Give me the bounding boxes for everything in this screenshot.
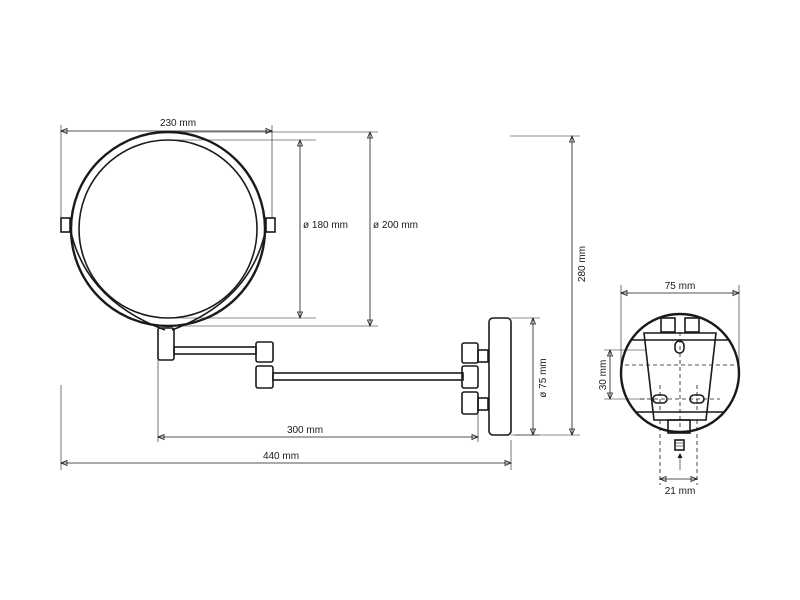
hinge-pin-2 (477, 397, 489, 411)
right-bracket (171, 227, 267, 331)
label-mirror-diameter: ø 200 mm (373, 220, 418, 231)
mounting-plate (643, 332, 717, 421)
wall-hinge-3 (461, 391, 479, 415)
slot-top (674, 340, 685, 354)
hinge-pin-1 (477, 349, 489, 363)
wall-hinge-2 (461, 365, 479, 389)
mirror-head (60, 130, 276, 331)
label-base-diameter: ø 75 mm (538, 358, 549, 397)
label-total-height: 280 mm (577, 246, 588, 282)
label-glass-diameter: ø 180 mm (303, 220, 348, 231)
left-bracket (69, 227, 166, 331)
screw-housing (667, 419, 691, 434)
swing-arm (157, 317, 512, 436)
detail-view (619, 312, 741, 470)
label-total-length: 440 mm (263, 451, 299, 462)
arrow-up-icon (677, 453, 683, 458)
top-tab-right (684, 317, 700, 333)
mirror-neck (157, 327, 175, 361)
label-mirror-width: 230 mm (160, 118, 196, 129)
mirror-outer-ring (69, 130, 267, 328)
mirror-glass (78, 139, 258, 319)
label-hole-spacing: 30 mm (598, 360, 609, 391)
wall-hinge-1 (461, 342, 479, 364)
right-pivot (265, 217, 276, 233)
hinge-joint-1b (255, 365, 274, 389)
arm-segment-1 (173, 346, 257, 355)
label-screw-offset: 21 mm (665, 486, 696, 497)
dimension-lines (59, 125, 580, 470)
detail-dimension-lines (604, 285, 741, 485)
top-tab-left (660, 317, 676, 333)
label-arm-length: 300 mm (287, 425, 323, 436)
wall-base-plate (488, 317, 512, 436)
detail-base-circle (619, 312, 741, 434)
left-pivot (60, 217, 71, 233)
set-screw-icon (674, 439, 685, 451)
hinge-joint-1a (255, 341, 274, 363)
arm-segment-2 (272, 372, 464, 381)
label-detail-width: 75 mm (665, 281, 696, 292)
